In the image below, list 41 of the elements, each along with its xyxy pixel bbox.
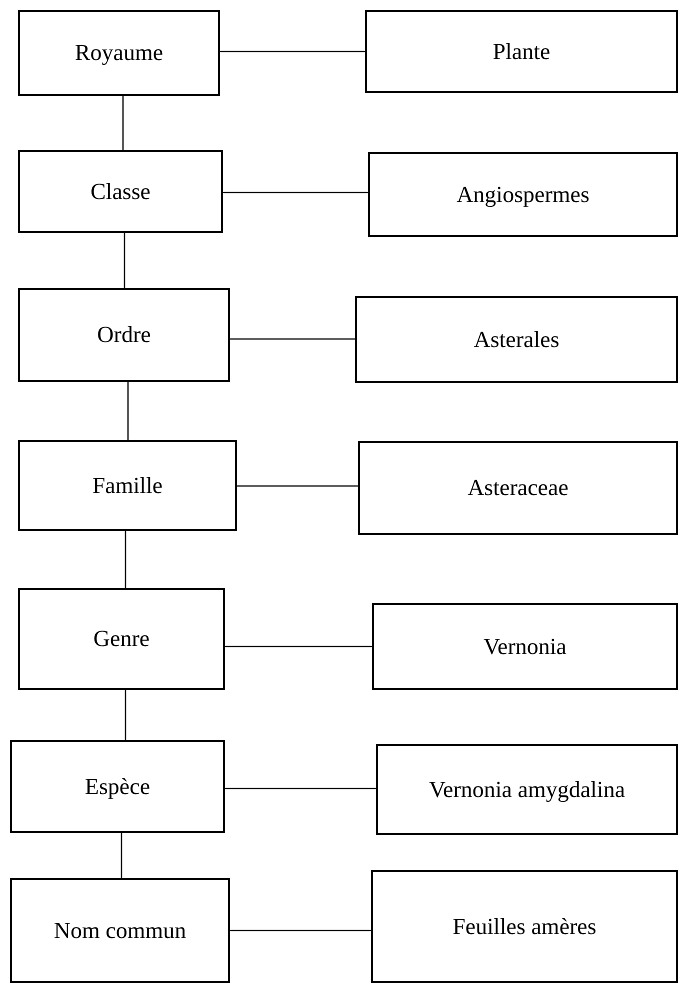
- connector-line: [122, 96, 124, 150]
- connector-line: [225, 788, 376, 790]
- taxonomy-box: [18, 440, 237, 531]
- connector-line: [124, 531, 126, 588]
- connector-line: [127, 382, 129, 440]
- taxonomy-box: [10, 878, 230, 983]
- rank-label: Vernonia amygdalina: [428, 776, 626, 802]
- connector-line: [225, 646, 372, 648]
- connector-line: [223, 192, 368, 194]
- rank-label: Espèce: [84, 774, 150, 800]
- connector-line: [230, 338, 355, 340]
- rank-label: Plante: [492, 38, 550, 64]
- taxonomy-box: [372, 603, 678, 690]
- taxonomy-box: [358, 441, 678, 535]
- taxonomy-box: [371, 870, 678, 983]
- rank-label: Feuilles amères: [452, 914, 596, 940]
- taxonomy-box: [365, 10, 678, 93]
- rank-label: Genre: [93, 626, 150, 652]
- taxonomy-box: [368, 152, 678, 237]
- rank-label: Angiospermes: [456, 182, 590, 208]
- taxonomy-box: [355, 296, 678, 383]
- taxonomy-box: [18, 588, 225, 690]
- taxonomy-box: [18, 288, 230, 382]
- connector-line: [230, 930, 371, 932]
- connector-line: [237, 485, 358, 487]
- rank-label: Royaume: [74, 40, 164, 66]
- connector-line: [120, 833, 122, 878]
- rank-label: Nom commun: [54, 918, 186, 944]
- taxonomy-box: [376, 744, 678, 835]
- rank-label: Vernonia: [483, 634, 567, 660]
- rank-label: Classe: [90, 178, 151, 204]
- taxonomy-box: [18, 10, 220, 96]
- taxonomy-box: [10, 740, 225, 833]
- rank-label: Ordre: [97, 322, 151, 348]
- connector-line: [124, 233, 126, 288]
- rank-label: Famille: [92, 472, 163, 498]
- rank-label: Asteraceae: [468, 475, 568, 501]
- connector-line: [220, 50, 365, 52]
- connector-line: [124, 690, 126, 740]
- taxonomy-box: [18, 150, 223, 233]
- rank-label: Asterales: [474, 326, 560, 352]
